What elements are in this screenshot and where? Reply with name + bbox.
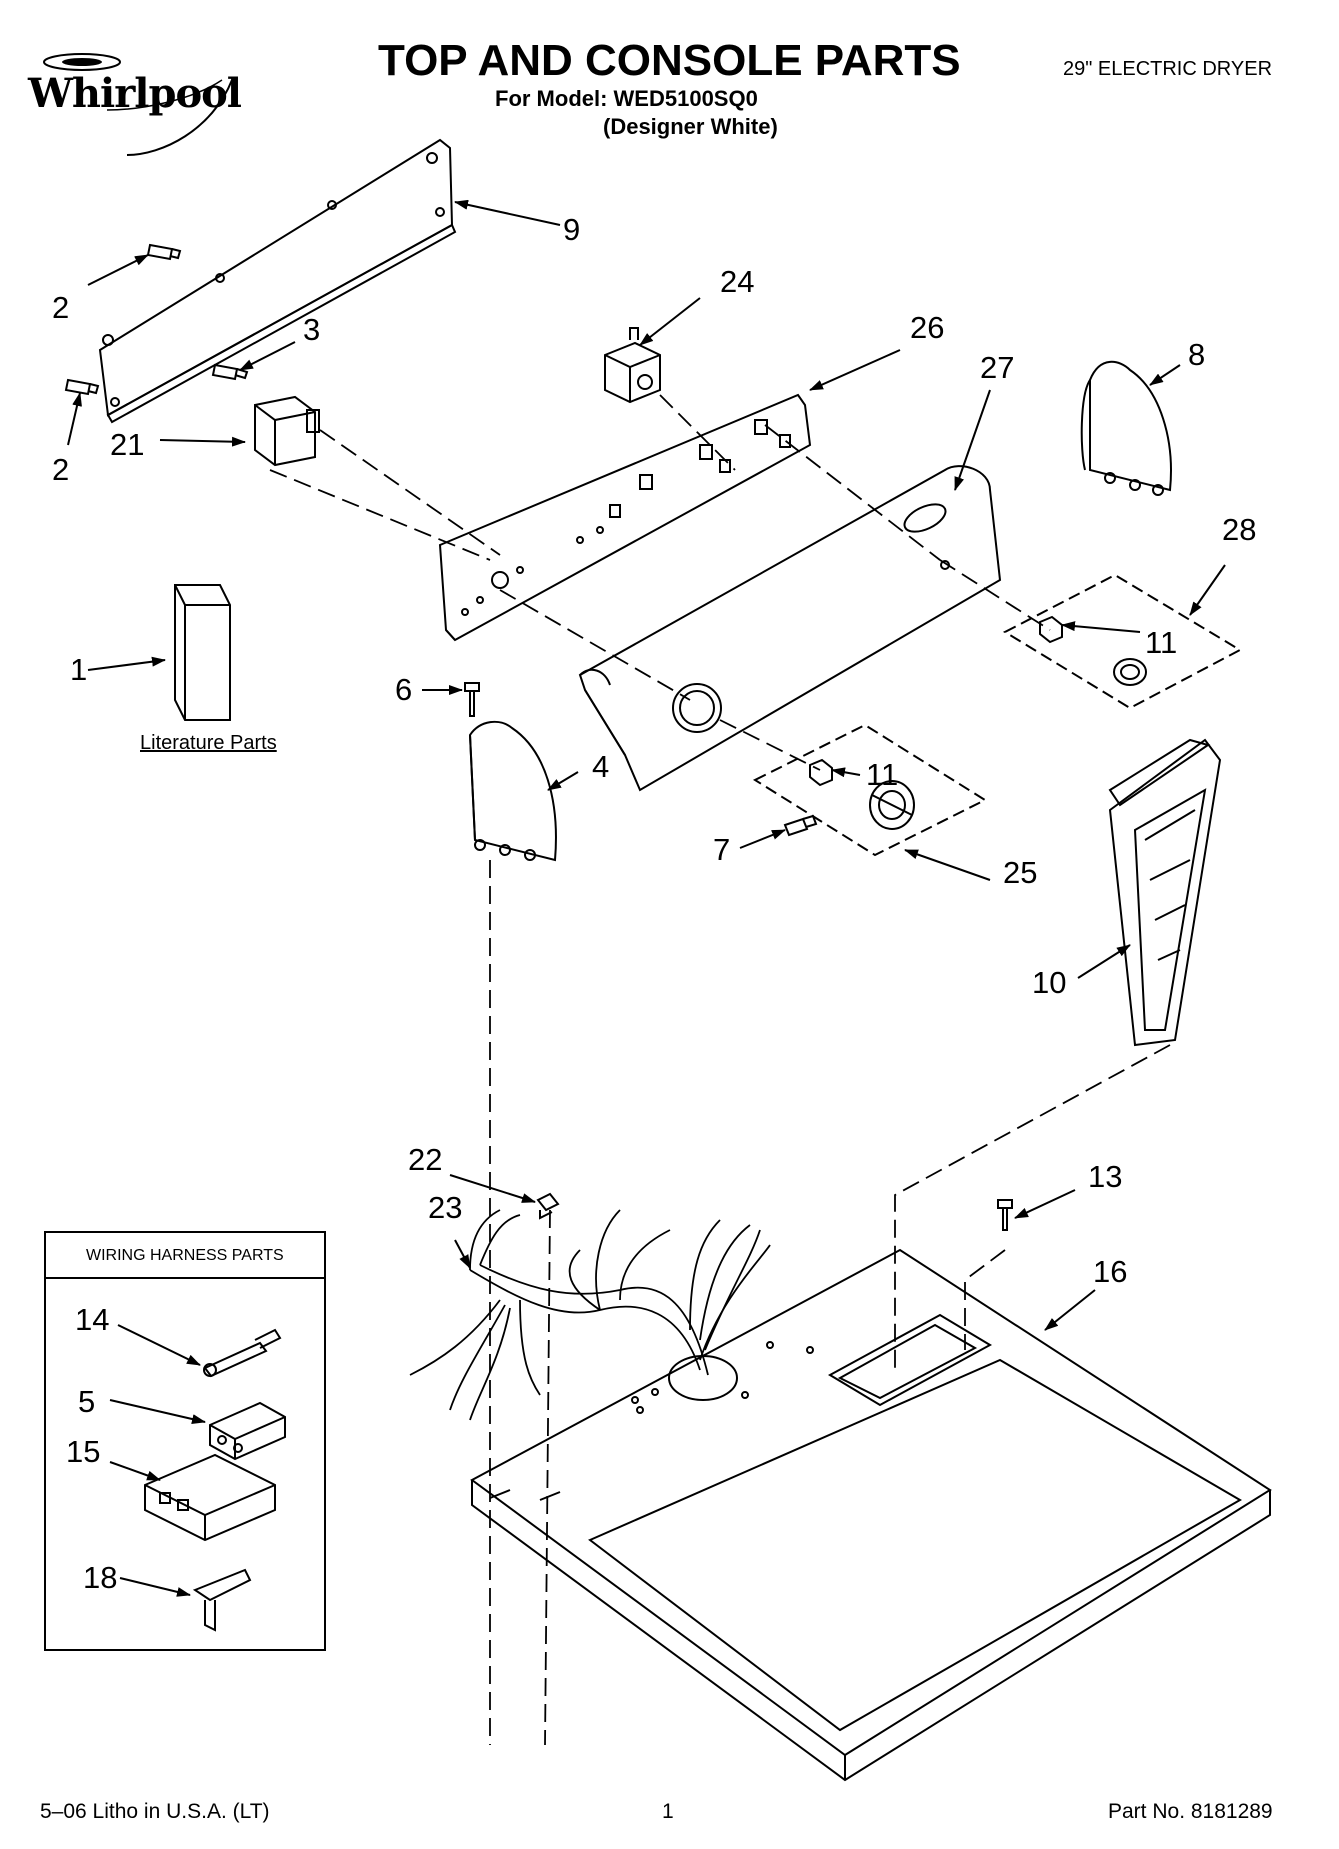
callout-26: 26: [910, 310, 944, 345]
leader-arrows: [67, 199, 1226, 1597]
console-plate-part-26: [438, 393, 812, 642]
clip-part-18: [192, 1568, 252, 1632]
rear-panel-part-9: [98, 138, 457, 424]
terminal-part-14: [203, 1328, 282, 1378]
part-number: Part No. 8181289: [1108, 1800, 1273, 1823]
callout-25: 25: [1003, 855, 1037, 890]
screw-part-3: [211, 363, 249, 381]
knob-assembly-part-25: [752, 723, 988, 857]
connector-part-5: [209, 1401, 286, 1461]
switch-part-24: [604, 327, 661, 404]
litho-note: 5–06 Litho in U.S.A. (LT): [40, 1800, 270, 1823]
end-cap-part-8: [1080, 360, 1172, 496]
brand-name: Whirlpool: [28, 70, 242, 117]
clip-part-22: [536, 1192, 560, 1220]
callout-8: 8: [1188, 337, 1205, 372]
callout-11-right: 11: [1145, 625, 1177, 660]
callout-2-lower: 2: [52, 452, 69, 487]
harness-parts-box: [44, 1231, 326, 1651]
screw-part-13: [997, 1199, 1013, 1231]
callout-16: 16: [1093, 1254, 1127, 1289]
callout-1: 1: [70, 652, 87, 687]
logo-swirl-icon: [43, 53, 233, 156]
screw-part-2-lower: [64, 378, 100, 396]
callout-14: 14: [75, 1302, 109, 1337]
brand-logo: Whirlpool: [22, 40, 262, 160]
callout-5: 5: [78, 1384, 95, 1419]
callout-3: 3: [303, 312, 320, 347]
timer-part-21: [254, 395, 320, 467]
callout-28: 28: [1222, 512, 1256, 547]
harness-box-title: WIRING HARNESS PARTS: [86, 1247, 284, 1264]
callout-15: 15: [66, 1434, 100, 1469]
callout-4: 4: [592, 749, 609, 784]
screw-part-7: [783, 814, 818, 837]
literature-book-part-1: [174, 584, 231, 721]
end-cap-part-4: [468, 720, 557, 862]
callout-2-upper: 2: [52, 290, 69, 325]
connector-block-part-15: [144, 1453, 276, 1542]
callout-22: 22: [408, 1142, 442, 1177]
callout-6: 6: [395, 672, 412, 707]
model-line: For Model: WED5100SQ0: [495, 86, 758, 111]
callout-24: 24: [720, 264, 754, 299]
product-category: 29" ELECTRIC DRYER: [1063, 58, 1273, 80]
screw-part-6: [464, 682, 480, 717]
callout-9: 9: [563, 212, 580, 247]
wire-harness-part-23: [409, 1209, 771, 1421]
callout-7: 7: [713, 832, 730, 867]
assembly-lines: [269, 394, 1171, 1746]
page-title: TOP AND CONSOLE PARTS: [378, 36, 961, 85]
page-number: 1: [662, 1800, 674, 1823]
callout-21: 21: [110, 427, 144, 462]
literature-parts-label: Literature Parts: [140, 732, 277, 754]
screw-part-2-upper: [146, 243, 182, 261]
color-line: (Designer White): [603, 114, 778, 139]
callout-labels: 9 2 3 2 21 24 26 27 8 28 11 1 6 4 11 7 2…: [52, 212, 1256, 1595]
dryer-top-part-16: [470, 1248, 1272, 1782]
lint-filter-part-10: [1108, 738, 1222, 1047]
callout-23: 23: [428, 1190, 462, 1225]
callout-11-mid: 11: [866, 757, 898, 792]
console-part-27: [578, 465, 1002, 792]
callout-27: 27: [980, 350, 1014, 385]
knob-assembly-part-28: [1002, 573, 1243, 710]
callout-13: 13: [1088, 1159, 1122, 1194]
callout-10: 10: [1032, 965, 1066, 1000]
callout-18: 18: [83, 1560, 117, 1595]
